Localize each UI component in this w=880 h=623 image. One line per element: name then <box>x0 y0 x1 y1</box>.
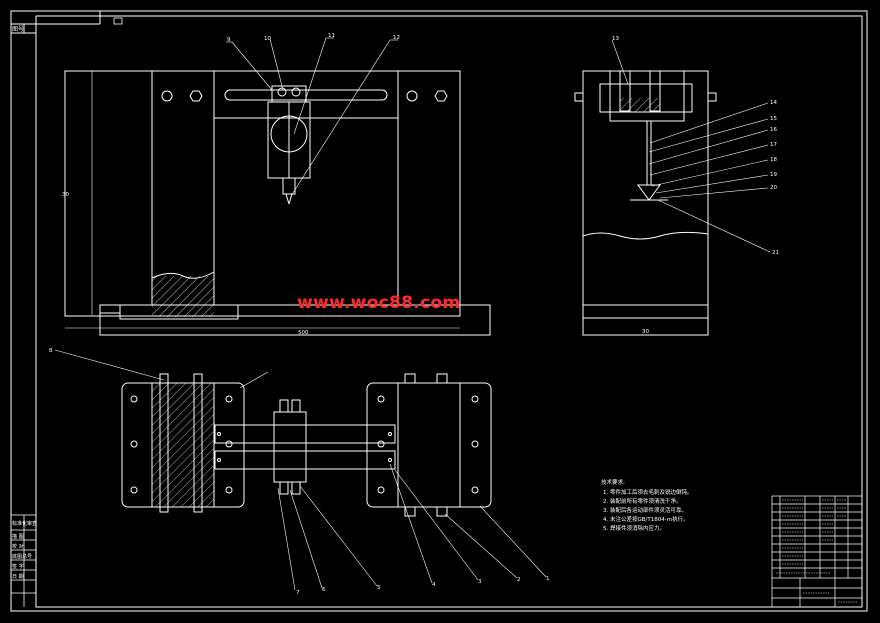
strip-field: 校 对 <box>12 543 24 550</box>
side-section-hatch <box>620 98 660 112</box>
side-view-text: 13 14 15 16 17 18 19 20 21 30 <box>612 36 779 335</box>
part-label: 7 <box>296 590 300 596</box>
tech-line: 5. 焊接件须消除内应力。 <box>603 524 665 532</box>
title-block <box>771 495 863 608</box>
watermark: www.woc88.com <box>297 293 461 313</box>
dimension-label: 30 <box>642 329 649 335</box>
part-label: 13 <box>612 36 619 42</box>
tech-requirements: 技术要求: 1. 零件加工后须去毛刺及锐边倒钝。 2. 装配前所有零件须清洗干净… <box>601 478 693 532</box>
sheet-border <box>10 10 868 612</box>
part-label: 21 <box>772 250 779 256</box>
part-label: 20 <box>770 185 777 191</box>
title-block-fill <box>776 499 858 603</box>
strip-field: 描 图 <box>12 533 24 540</box>
top-view-text: 8 7 6 5 4 3 2 1 <box>49 348 550 596</box>
strip-field: 签 字 <box>12 563 24 570</box>
part-label: 1 <box>546 576 550 582</box>
drawing-number-label: 图号 <box>12 26 24 33</box>
tech-line: 4. 未注公差按GB/T1804-m执行。 <box>603 515 689 523</box>
top-view-labels <box>54 349 547 591</box>
part-label: 8 <box>49 348 53 354</box>
dimension-label: 30 <box>62 192 69 198</box>
part-label: 5 <box>377 585 381 591</box>
part-label: 16 <box>770 127 777 133</box>
strip-field: 标准化审查 <box>12 520 37 527</box>
tech-line: 2. 装配前所有零件须清洗干净。 <box>603 497 682 505</box>
part-label: 12 <box>393 35 400 41</box>
part-label: 19 <box>770 172 777 178</box>
part-label: 18 <box>770 157 777 163</box>
part-label: 11 <box>328 33 335 39</box>
top-section-hatch <box>152 383 214 507</box>
front-view-text: 9 10 11 12 30 500 <box>62 33 400 336</box>
part-label: 10 <box>264 36 271 42</box>
side-view-labels <box>611 39 771 253</box>
strip-field: 底图总号 <box>12 553 32 560</box>
left-strip-labels: 标准化审查 描 图 校 对 底图总号 签 字 日 期 <box>12 520 37 580</box>
tech-heading: 技术要求: <box>601 478 625 486</box>
part-label: 6 <box>322 587 326 593</box>
part-label: 14 <box>770 100 777 106</box>
strip-field: 日 期 <box>12 574 24 580</box>
part-label: 9 <box>227 37 231 43</box>
tech-line: 3. 装配后各运动部件须灵活可靠。 <box>603 506 687 514</box>
front-view-labels <box>65 37 460 329</box>
front-section-hatch <box>152 276 214 317</box>
dimension-label: 500 <box>298 330 309 336</box>
part-label: 3 <box>478 579 482 585</box>
tech-line: 1. 零件加工后须去毛刺及锐边倒钝。 <box>603 488 693 496</box>
part-label: 17 <box>770 142 777 148</box>
part-label: 2 <box>517 577 521 583</box>
left-revision-strip <box>11 514 36 607</box>
title-box-corner: 图号 <box>12 17 123 33</box>
part-label: 4 <box>432 582 436 588</box>
part-label: 15 <box>770 116 777 122</box>
